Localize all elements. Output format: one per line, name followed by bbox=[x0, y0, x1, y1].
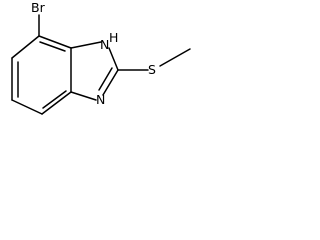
bond-c5-c6 bbox=[11, 35, 40, 59]
imidazole-ring bbox=[70, 41, 119, 101]
nh-nitrogen-label: N bbox=[100, 37, 109, 52]
bond-n-c7a bbox=[70, 91, 97, 101]
bond-c3a-nh bbox=[70, 41, 102, 49]
double-bond-c2-n bbox=[98, 67, 113, 91]
bond-s-ch3 bbox=[159, 48, 191, 67]
bond-c7-c7a bbox=[11, 99, 43, 115]
double-bond-c4-c5 bbox=[39, 41, 66, 52]
nh-hydrogen-label: H bbox=[109, 30, 118, 45]
bond-c2-n bbox=[102, 69, 119, 96]
bond-c4-c5 bbox=[38, 35, 72, 49]
bond-nh-c2 bbox=[108, 47, 119, 71]
double-bond-c7a-c3a bbox=[42, 90, 67, 109]
nitrogen-label: N bbox=[96, 92, 105, 107]
benzene-ring bbox=[11, 35, 72, 115]
bond-c7a-c3a bbox=[41, 91, 72, 115]
sulfur-label: S bbox=[148, 62, 156, 77]
bromine-label: Br bbox=[31, 0, 46, 15]
chemical-structure-diagram: Br H N N S bbox=[11, 0, 191, 115]
